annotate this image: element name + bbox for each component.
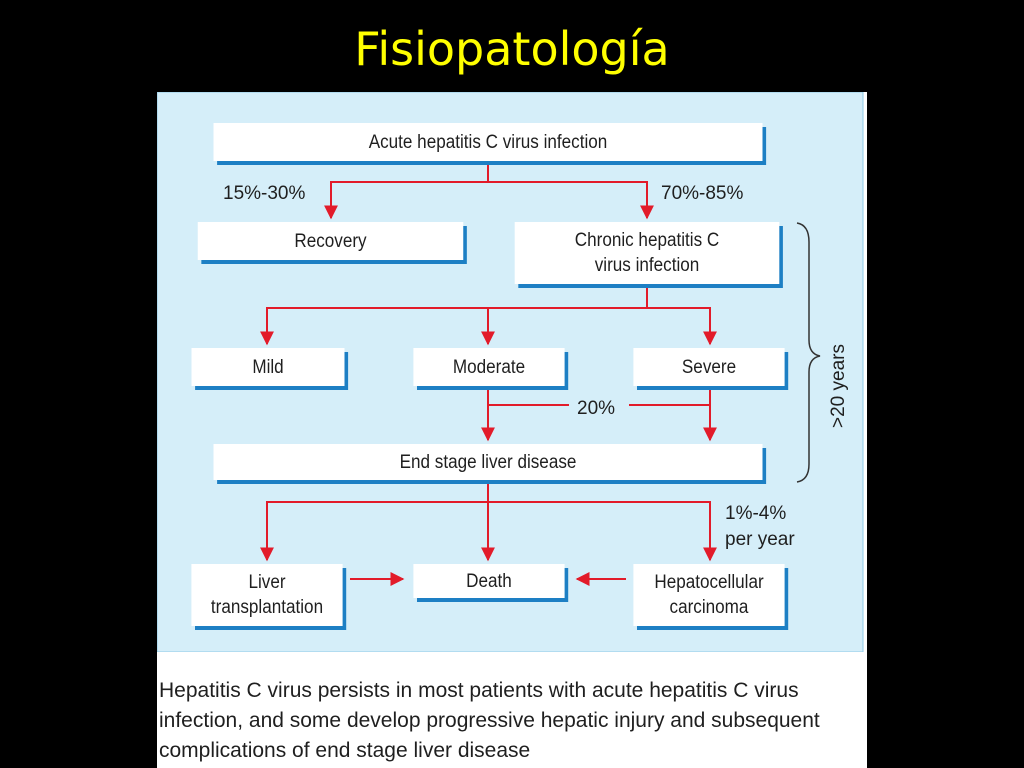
box-chronic-label-1: Chronic hepatitis C — [574, 230, 720, 251]
arrow-to-recovery — [324, 162, 489, 220]
label-duration: >20 years — [819, 331, 859, 441]
box-severe-label: Severe — [681, 356, 737, 378]
slide-title: Fisiopatología — [354, 22, 670, 76]
duration-brace — [796, 222, 821, 483]
figure: Acute hepatitis C virus infection Recove… — [157, 92, 867, 768]
label-hcc-rate-2: per year — [725, 529, 795, 550]
label-chronic-rate: 70%-85% — [661, 183, 744, 204]
arrow-to-mild — [260, 285, 648, 346]
box-death-label: Death — [466, 570, 512, 592]
box-hcc-label-1: Hepatocellular — [654, 572, 764, 593]
box-acute-infection: Acute hepatitis C virus infection — [213, 123, 763, 161]
box-moderate-label: Moderate — [452, 356, 526, 378]
arrow-to-severe — [647, 307, 717, 346]
box-death: Death — [413, 564, 565, 598]
label-duration-text: >20 years — [828, 344, 850, 428]
figure-caption: Hepatitis C virus persists in most patie… — [159, 679, 820, 762]
box-chronic-label-2: virus infection — [594, 255, 700, 276]
arrow-to-chronic — [488, 181, 654, 220]
box-end-stage-label: End stage liver disease — [399, 451, 577, 473]
box-hcc: Hepatocellular carcinoma — [633, 564, 785, 626]
label-end-stage-rate: 20% — [577, 398, 616, 419]
label-recovery-rate: 15%-30% — [223, 183, 306, 204]
arrow-to-hcc — [488, 501, 717, 562]
box-mild: Mild — [191, 348, 345, 386]
box-liver-transplantation: Liver transplantation — [191, 564, 343, 626]
box-acute-infection-label: Acute hepatitis C virus infection — [368, 131, 608, 153]
box-end-stage: End stage liver disease — [213, 444, 763, 480]
box-moderate: Moderate — [413, 348, 565, 386]
box-severe: Severe — [633, 348, 785, 386]
box-chronic-infection: Chronic hepatitis C virus infection — [514, 222, 780, 284]
box-liver-tx-label-1: Liver — [248, 572, 286, 593]
box-recovery: Recovery — [197, 222, 464, 260]
box-liver-tx-label-2: transplantation — [210, 597, 324, 618]
box-recovery-label: Recovery — [294, 230, 367, 252]
box-mild-label: Mild — [252, 356, 284, 378]
box-hcc-label-2: carcinoma — [669, 597, 749, 618]
label-hcc-rate-1: 1%-4% — [725, 503, 787, 524]
